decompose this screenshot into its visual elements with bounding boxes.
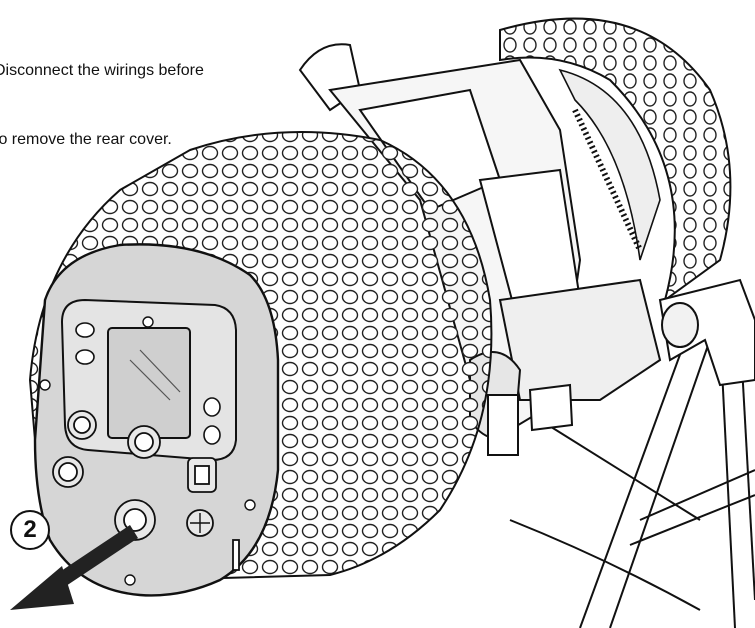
arrow-left-down-icon [10, 525, 138, 610]
rear-cover [28, 131, 493, 597]
instruction-caption: Disconnect the wirings before to remove … [0, 13, 204, 174]
front-housing [499, 17, 732, 303]
caption-line-1: Disconnect the wirings before [0, 62, 204, 79]
step-badge: 2 [10, 510, 50, 550]
step-badge-label: 2 [23, 516, 37, 543]
caption-line-2: to remove the rear cover. [0, 131, 172, 148]
